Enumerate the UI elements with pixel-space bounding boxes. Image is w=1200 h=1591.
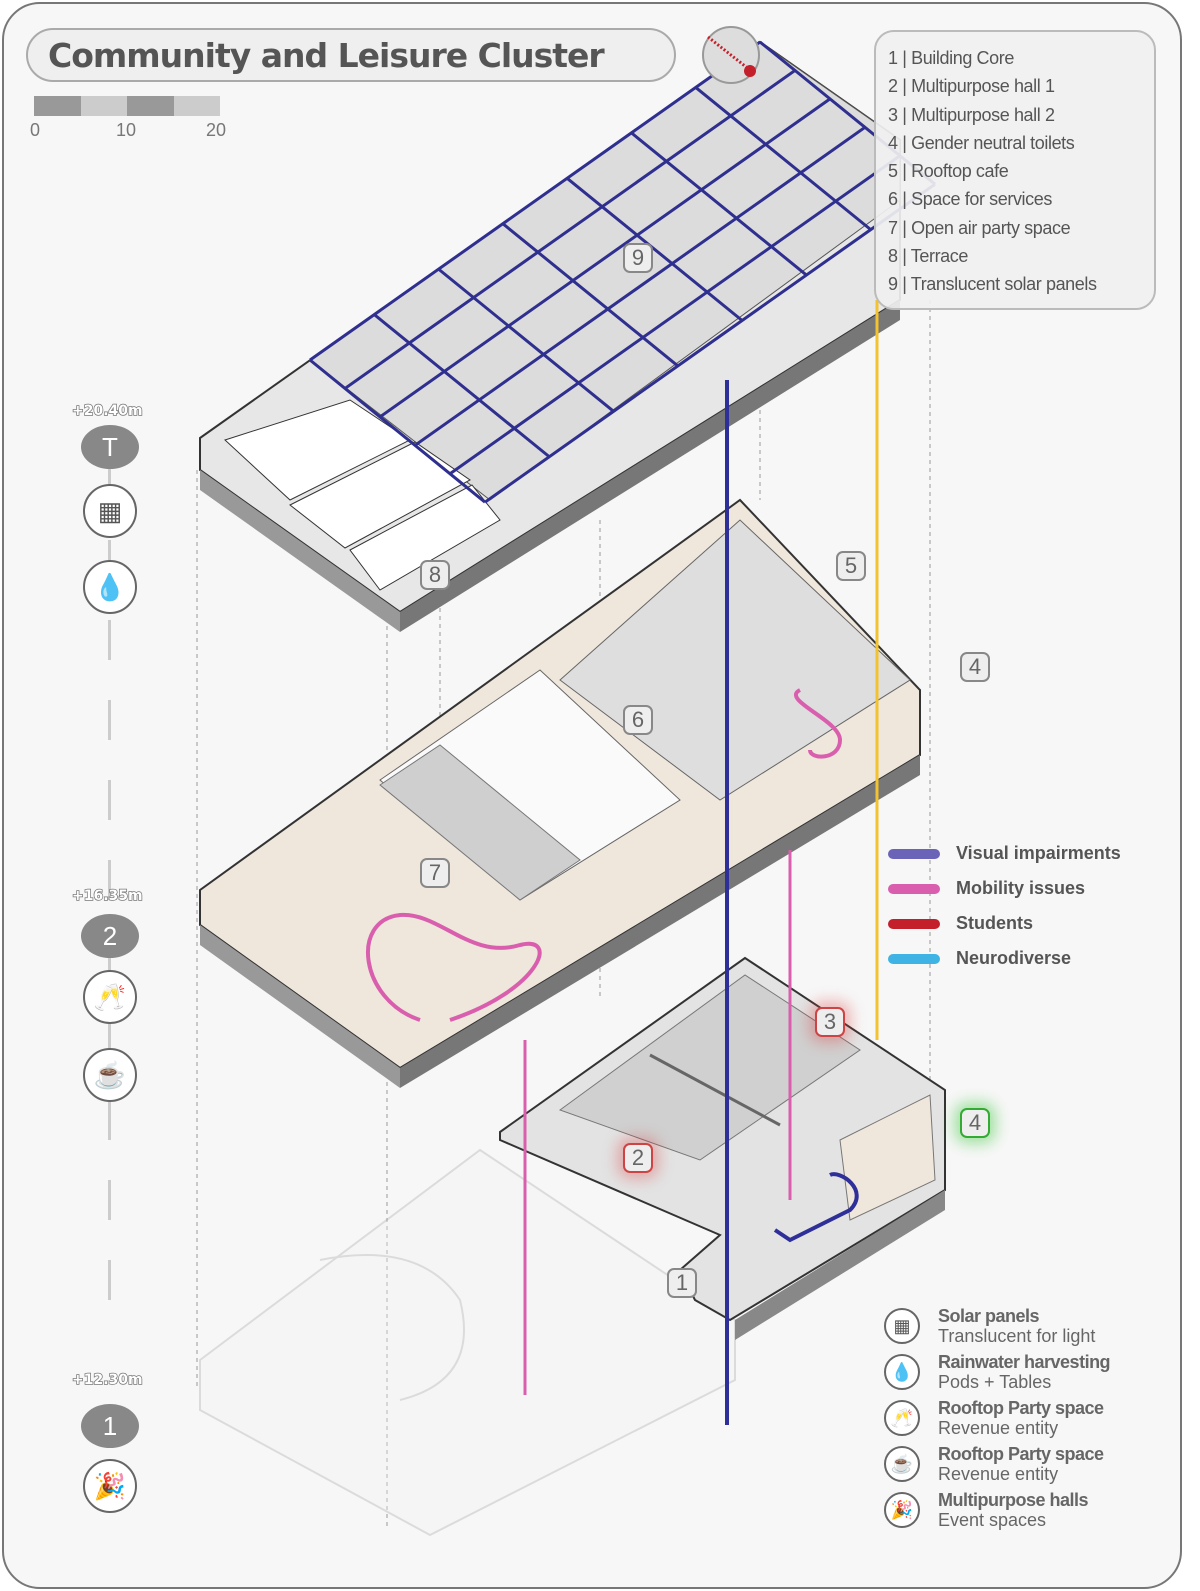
legend-item: 3 | Multipurpose hall 2	[888, 104, 1055, 125]
grid-line	[309, 358, 486, 504]
legend-item: 1 | Building Core	[888, 48, 1014, 68]
legend-item: 4 | Gender neutral toilets	[888, 132, 1075, 153]
tag-toilets-lower: 4	[960, 1108, 990, 1138]
grid-line	[437, 267, 615, 413]
swatch-students	[888, 918, 940, 929]
mobility-route-cafe	[794, 688, 843, 759]
feature-title: Rainwater harvesting	[938, 1352, 1111, 1372]
user-group-legend: Visual impairments Mobility issues Stude…	[888, 836, 1121, 976]
feature-subtitle: Revenue entity	[938, 1464, 1059, 1484]
grid-line	[501, 222, 679, 368]
swatch-mobility	[888, 883, 940, 894]
feature-title: Solar panels	[938, 1306, 1040, 1326]
mobility-route-terrace	[365, 912, 542, 1022]
water-drop-icon: 💧	[83, 560, 137, 614]
legend-item: 7 | Open air party space	[888, 217, 1071, 238]
coffee-cup-icon: ☕	[884, 1446, 920, 1482]
feature-subtitle: Event spaces	[938, 1510, 1047, 1530]
grid-line	[379, 97, 831, 419]
level-1-icon: 1	[81, 1404, 139, 1448]
legend-item: 5 | Rooftop cafe	[888, 161, 1009, 182]
party-popper-icon: 🎉	[884, 1492, 920, 1528]
swatch-neurodiverse	[888, 953, 940, 964]
page-title: Community and Leisure Cluster	[26, 28, 676, 82]
solar-panel-grid	[309, 40, 936, 504]
grid-line	[449, 154, 901, 475]
water-drop-icon: 💧	[884, 1354, 920, 1390]
scale-label-0: 0	[30, 120, 41, 140]
tag-party-space: 7	[420, 858, 450, 888]
tag-solar-panels: 9	[623, 243, 653, 273]
grid-line	[694, 86, 872, 231]
feature-title: Multipurpose halls	[938, 1490, 1089, 1510]
legend-label: Students	[956, 913, 1034, 933]
tag-terrace: 8	[420, 560, 450, 590]
legend-item: 6 | Space for services	[888, 189, 1052, 210]
solar-panel-icon: ▦	[884, 1308, 920, 1344]
level-timeline	[108, 460, 111, 1340]
numbered-legend: 1 | Building Core 2 | Multipurpose hall …	[874, 30, 1156, 310]
tag-toilets-upper: 4	[960, 652, 990, 682]
grid-line	[630, 131, 808, 277]
legend-label: Mobility issues	[956, 878, 1086, 898]
ground-floor-ghost	[199, 1148, 736, 1537]
tag-building-core: 1	[667, 1268, 697, 1298]
feature-subtitle: Pods + Tables	[938, 1372, 1052, 1392]
tag-multipurpose-hall-2: 3	[815, 1007, 845, 1037]
floor-plate-middle	[199, 498, 921, 1088]
grid-line	[309, 40, 761, 362]
feature-title: Rooftop Party space	[938, 1398, 1104, 1418]
swatch-visual	[888, 848, 940, 859]
visual-route-lower	[773, 1172, 859, 1243]
scale-label-20: 20	[206, 120, 227, 140]
legend-label: Visual impairments	[956, 843, 1121, 863]
grid-line	[344, 69, 796, 390]
grid-line	[414, 126, 866, 447]
coffee-cup-icon: ☕	[83, 1048, 137, 1102]
party-popper-icon: 🎉	[83, 1459, 137, 1513]
floor-plate-lower	[499, 956, 946, 1340]
scale-bar: 0 10 20	[30, 96, 226, 140]
grid-line	[373, 313, 551, 458]
champagne-glasses-icon: 🥂	[884, 1400, 920, 1436]
solar-panel-icon: ▦	[83, 484, 137, 538]
grid-line	[484, 182, 936, 504]
elevation-label: +16.35m	[71, 887, 143, 905]
scale-label-10: 10	[116, 120, 137, 140]
roof-t-icon: T	[81, 425, 139, 469]
legend-item: 9 | Translucent solar panels	[888, 274, 1097, 295]
grid-line	[566, 177, 744, 322]
elevation-label: +20.40m	[71, 402, 143, 420]
elevation-label: +12.30m	[71, 1371, 143, 1389]
legend-item: 2 | Multipurpose hall 1	[888, 76, 1055, 97]
tag-rooftop-cafe: 5	[836, 551, 866, 581]
feature-title: Rooftop Party space	[938, 1444, 1104, 1464]
legend-label: Neurodiverse	[956, 948, 1072, 968]
champagne-glasses-icon: 🥂	[83, 970, 137, 1024]
tag-multipurpose-hall-1: 2	[623, 1143, 653, 1173]
legend-item: 8 | Terrace	[888, 246, 968, 267]
roof-plate	[199, 40, 936, 632]
feature-subtitle: Revenue entity	[938, 1418, 1059, 1438]
tag-services: 6	[623, 705, 653, 735]
feature-subtitle: Translucent for light	[938, 1326, 1096, 1346]
level-2-icon: 2	[81, 914, 139, 958]
